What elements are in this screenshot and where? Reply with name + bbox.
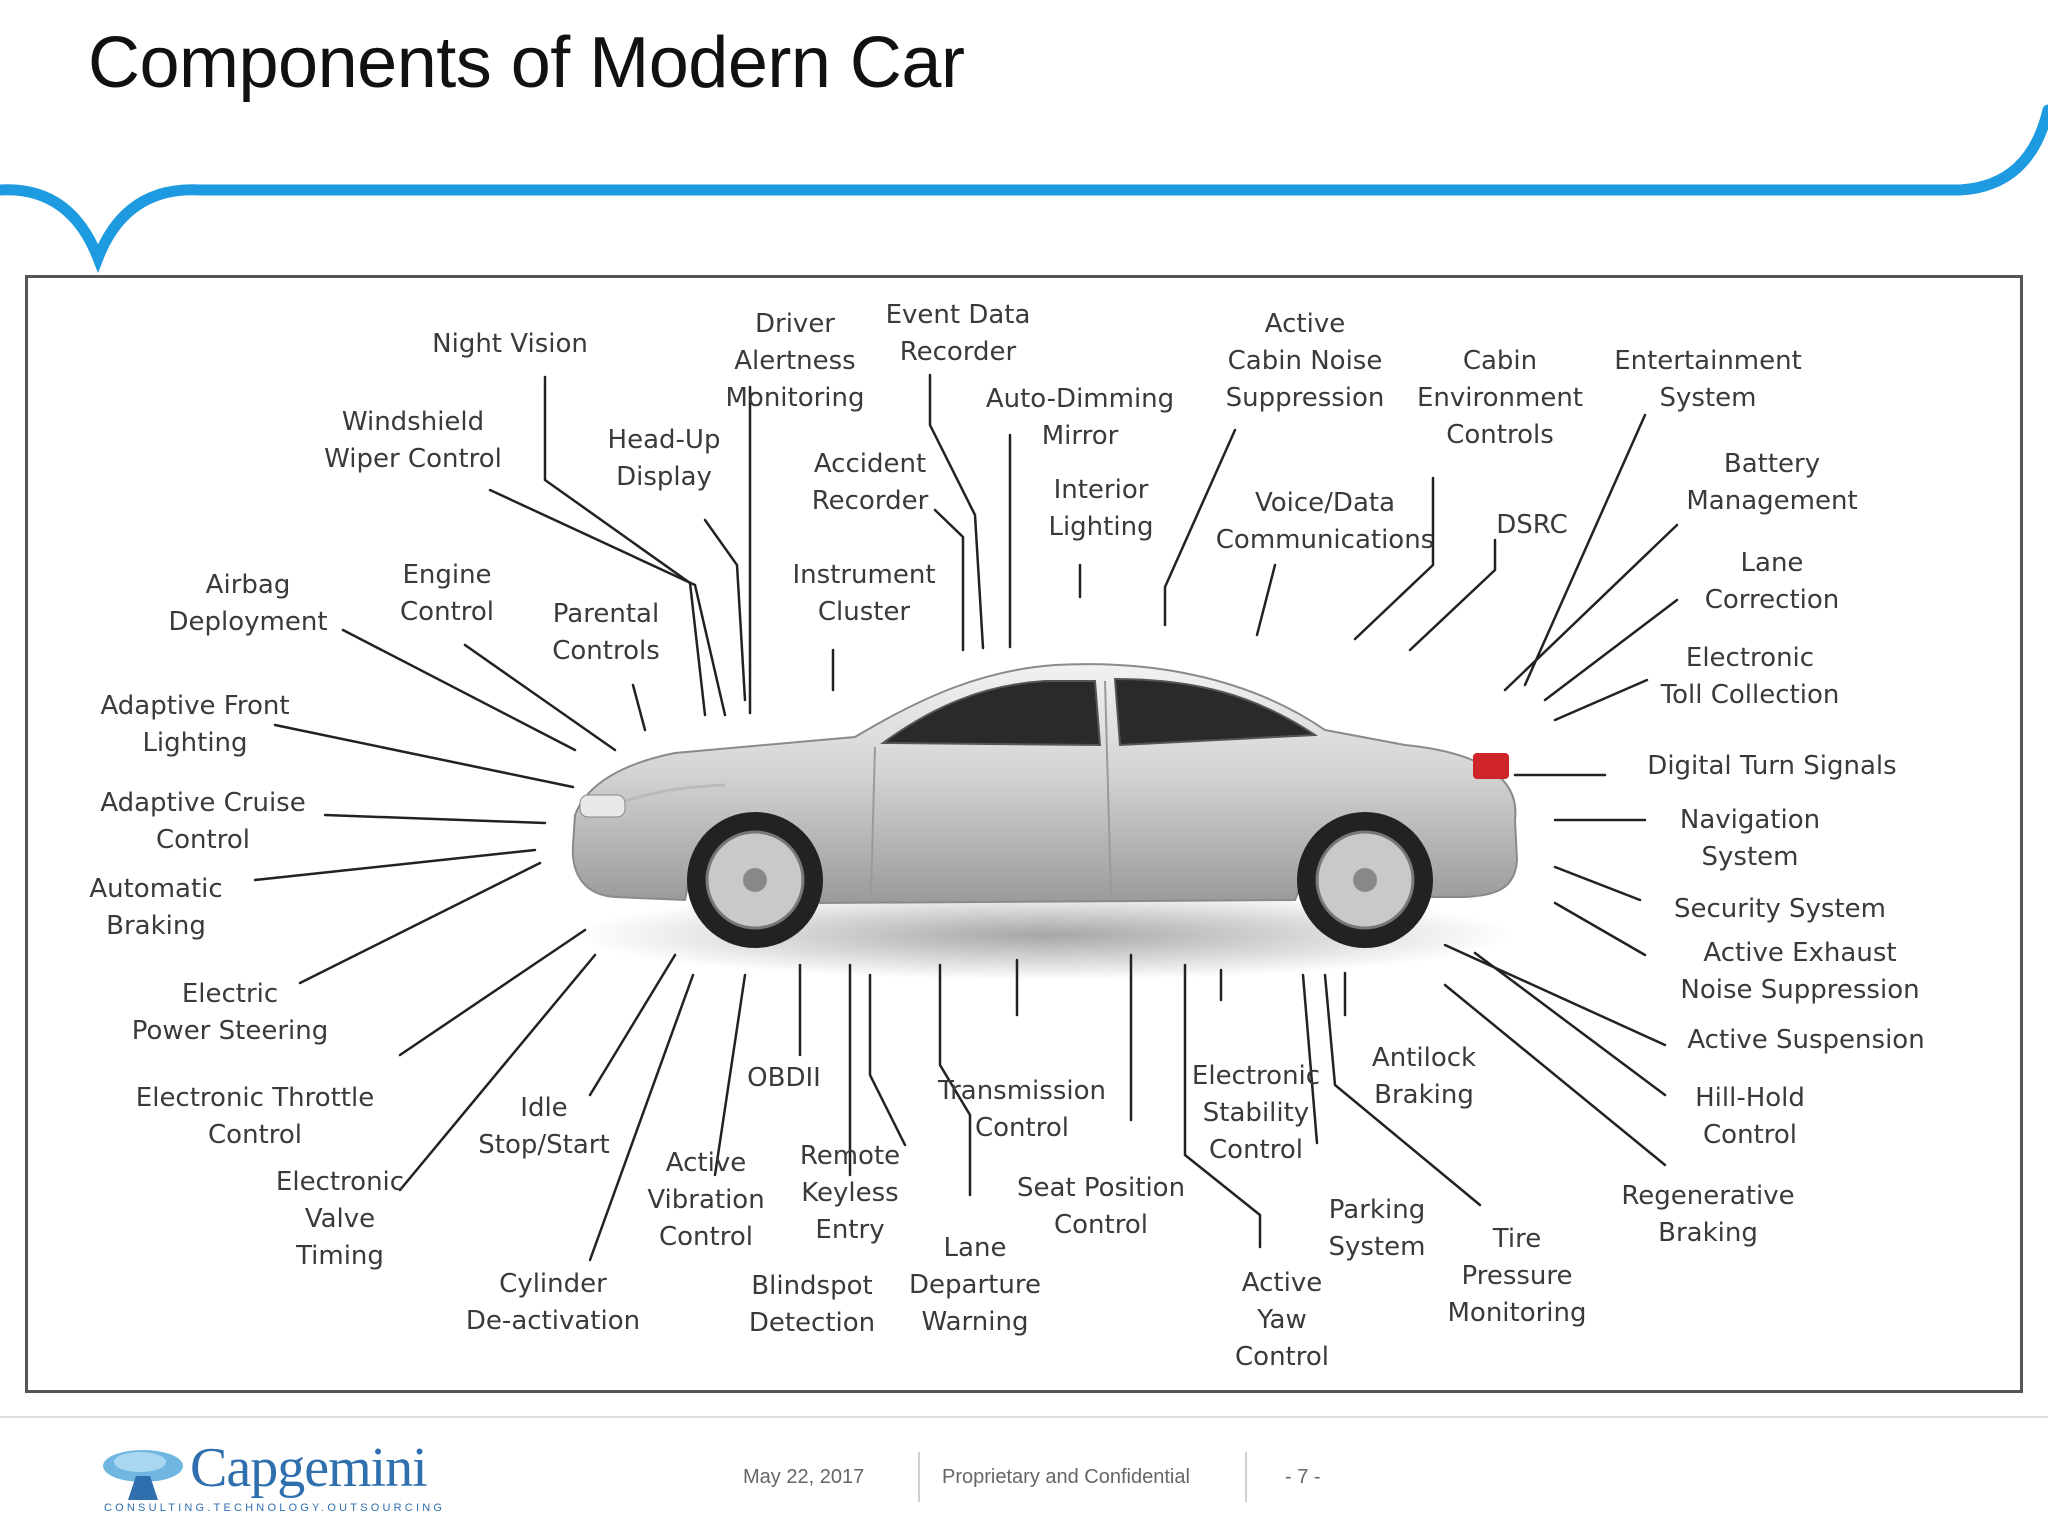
label-instrument-cluster: Instrument Cluster	[792, 560, 936, 627]
label-lane-departure: Lane Departure Warning	[909, 1233, 1041, 1337]
label-seat-position: Seat Position Control	[1016, 1173, 1186, 1240]
label-digital-turn-signals: Digital Turn Signals	[1647, 751, 1897, 781]
label-entertainment-system: Entertainment System	[1614, 346, 1802, 413]
label-cabin-environment: Cabin Environment Controls	[1416, 346, 1584, 450]
footer-separator	[1245, 1452, 1247, 1502]
label-active-yaw: Active Yaw Control	[1235, 1268, 1329, 1372]
label-electronic-toll: Electronic Toll Collection	[1660, 643, 1840, 710]
label-dsrc: DSRC	[1496, 510, 1568, 540]
label-automatic-braking: Automatic Braking	[89, 874, 223, 941]
label-electronic-stability: Electronic Stability Control	[1191, 1061, 1321, 1165]
label-airbag-deployment: Airbag Deployment	[168, 570, 328, 637]
spade-icon	[103, 1450, 183, 1500]
label-voice-data: Voice/Data Communications	[1215, 488, 1435, 555]
logo-wordmark: Capgemini	[190, 1437, 428, 1499]
label-parental-controls: Parental Controls	[552, 599, 660, 666]
label-windshield-wiper: Windshield Wiper Control	[324, 407, 502, 474]
label-active-exhaust: Active Exhaust Noise Suppression	[1680, 938, 1920, 1005]
label-hill-hold: Hill-Hold Control	[1695, 1083, 1805, 1150]
footer-divider	[0, 1416, 2048, 1418]
label-active-vibration: Active Vibration Control	[647, 1148, 765, 1252]
label-obdii: OBDII	[747, 1063, 821, 1093]
footer-confidentiality: Proprietary and Confidential	[942, 1466, 1190, 1488]
label-blindspot-detection: Blindspot Detection	[748, 1271, 876, 1338]
label-accident-recorder: Accident Recorder	[811, 449, 929, 516]
logo-tagline: CONSULTING.TECHNOLOGY.OUTSOURCING	[104, 1502, 446, 1514]
leader-lines	[253, 373, 1679, 1262]
label-security-system: Security System	[1674, 894, 1886, 924]
label-battery-management: Battery Management	[1686, 449, 1858, 516]
label-regenerative-braking: Regenerative Braking	[1621, 1181, 1795, 1248]
car-windows	[879, 677, 1319, 747]
car-diagram	[253, 373, 1679, 1262]
label-parking-system: Parking System	[1328, 1195, 1426, 1262]
label-adaptive-front-lighting: Adaptive Front Lighting	[100, 691, 290, 758]
label-electric-power-steering: Electric Power Steering	[131, 979, 329, 1046]
label-active-suspension: Active Suspension	[1687, 1025, 1925, 1055]
header-accent-curve	[0, 104, 2048, 274]
slide-title: Components of Modern Car	[88, 23, 965, 103]
capgemini-logo: Capgemini CONSULTING.TECHNOLOGY.OUTSOURC…	[100, 1437, 442, 1520]
label-navigation-system: Navigation System	[1679, 805, 1821, 872]
label-driver-alertness: Driver Alertness Monitoring	[725, 309, 865, 413]
label-electronic-throttle: Electronic Throttle Control	[135, 1083, 375, 1150]
label-night-vision: Night Vision	[432, 329, 588, 359]
label-tire-pressure: Tire Pressure Monitoring	[1447, 1224, 1587, 1328]
footer-date: May 22, 2017	[743, 1466, 865, 1488]
footer-separator	[918, 1452, 920, 1502]
footer-page-number: - 7 -	[1285, 1466, 1321, 1488]
label-active-cabin-noise: Active Cabin Noise Suppression	[1225, 309, 1385, 413]
label-remote-keyless: Remote Keyless Entry	[799, 1141, 901, 1245]
label-transmission-control: Transmission Control	[938, 1076, 1106, 1143]
label-interior-lighting: Interior Lighting	[1048, 475, 1154, 542]
label-idle-stop-start: Idle Stop/Start	[478, 1093, 610, 1160]
label-cylinder-deactivation: Cylinder De-activation	[465, 1269, 641, 1336]
label-lane-correction: Lane Correction	[1704, 548, 1840, 615]
label-head-up-display: Head-Up Display	[607, 425, 721, 492]
label-engine-control: Engine Control	[400, 560, 494, 627]
label-electronic-valve-timing: Electronic Valve Timing	[275, 1167, 405, 1271]
label-event-data-recorder: Event Data Recorder	[885, 300, 1031, 367]
car-illustration	[571, 663, 1519, 980]
label-auto-dimming-mirror: Auto-Dimming Mirror	[985, 384, 1175, 451]
label-antilock-braking: Antilock Braking	[1371, 1043, 1477, 1110]
label-adaptive-cruise: Adaptive Cruise Control	[100, 788, 306, 855]
